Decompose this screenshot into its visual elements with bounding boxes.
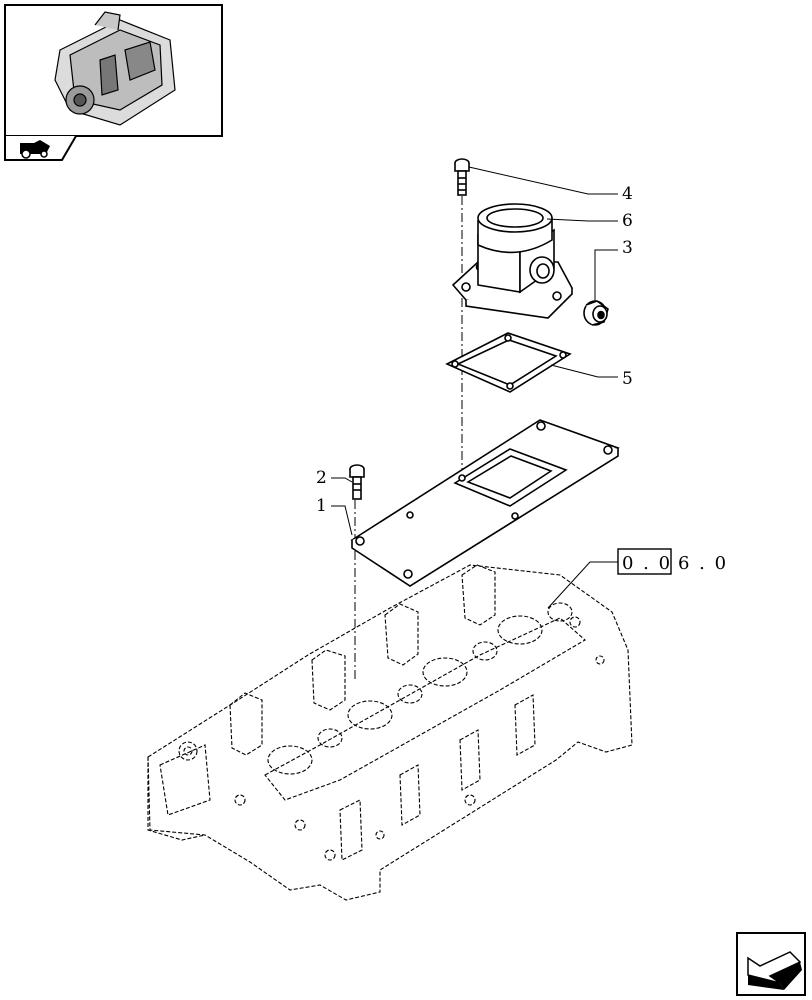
reference-boxed: 0 . 0 — [622, 553, 672, 574]
engine-thumbnail[interactable] — [4, 4, 223, 137]
next-page-button[interactable] — [736, 932, 806, 996]
reference-rest: 6 . 0 — [678, 553, 728, 574]
centre-lines — [354, 196, 463, 680]
plug-part-3[interactable] — [583, 300, 609, 326]
callout-6: 6 — [622, 211, 633, 231]
bolt-part-4[interactable] — [454, 158, 470, 196]
engine-thumbnail-icon — [54, 11, 176, 126]
bolt-part-2[interactable] — [349, 464, 365, 500]
section-tab[interactable] — [4, 135, 77, 161]
tractor-section-icon — [20, 140, 50, 159]
next-page-arrow-icon — [747, 951, 802, 990]
callout-5: 5 — [622, 369, 633, 389]
callout-1: 1 — [316, 496, 327, 516]
leader-lines — [331, 166, 618, 609]
callout-3: 3 — [622, 238, 633, 258]
outlet-housing-part-6[interactable] — [451, 203, 573, 319]
cover-plate-part-1[interactable] — [350, 419, 620, 587]
gasket-part-5[interactable] — [445, 332, 572, 393]
cylinder-head-phantom — [147, 564, 633, 901]
callout-2: 2 — [316, 468, 327, 488]
reference-link[interactable]: 0 . 0 6 . 0 — [617, 548, 728, 575]
callout-4: 4 — [622, 184, 633, 204]
callouts: 4 6 3 5 2 1 — [316, 184, 633, 516]
